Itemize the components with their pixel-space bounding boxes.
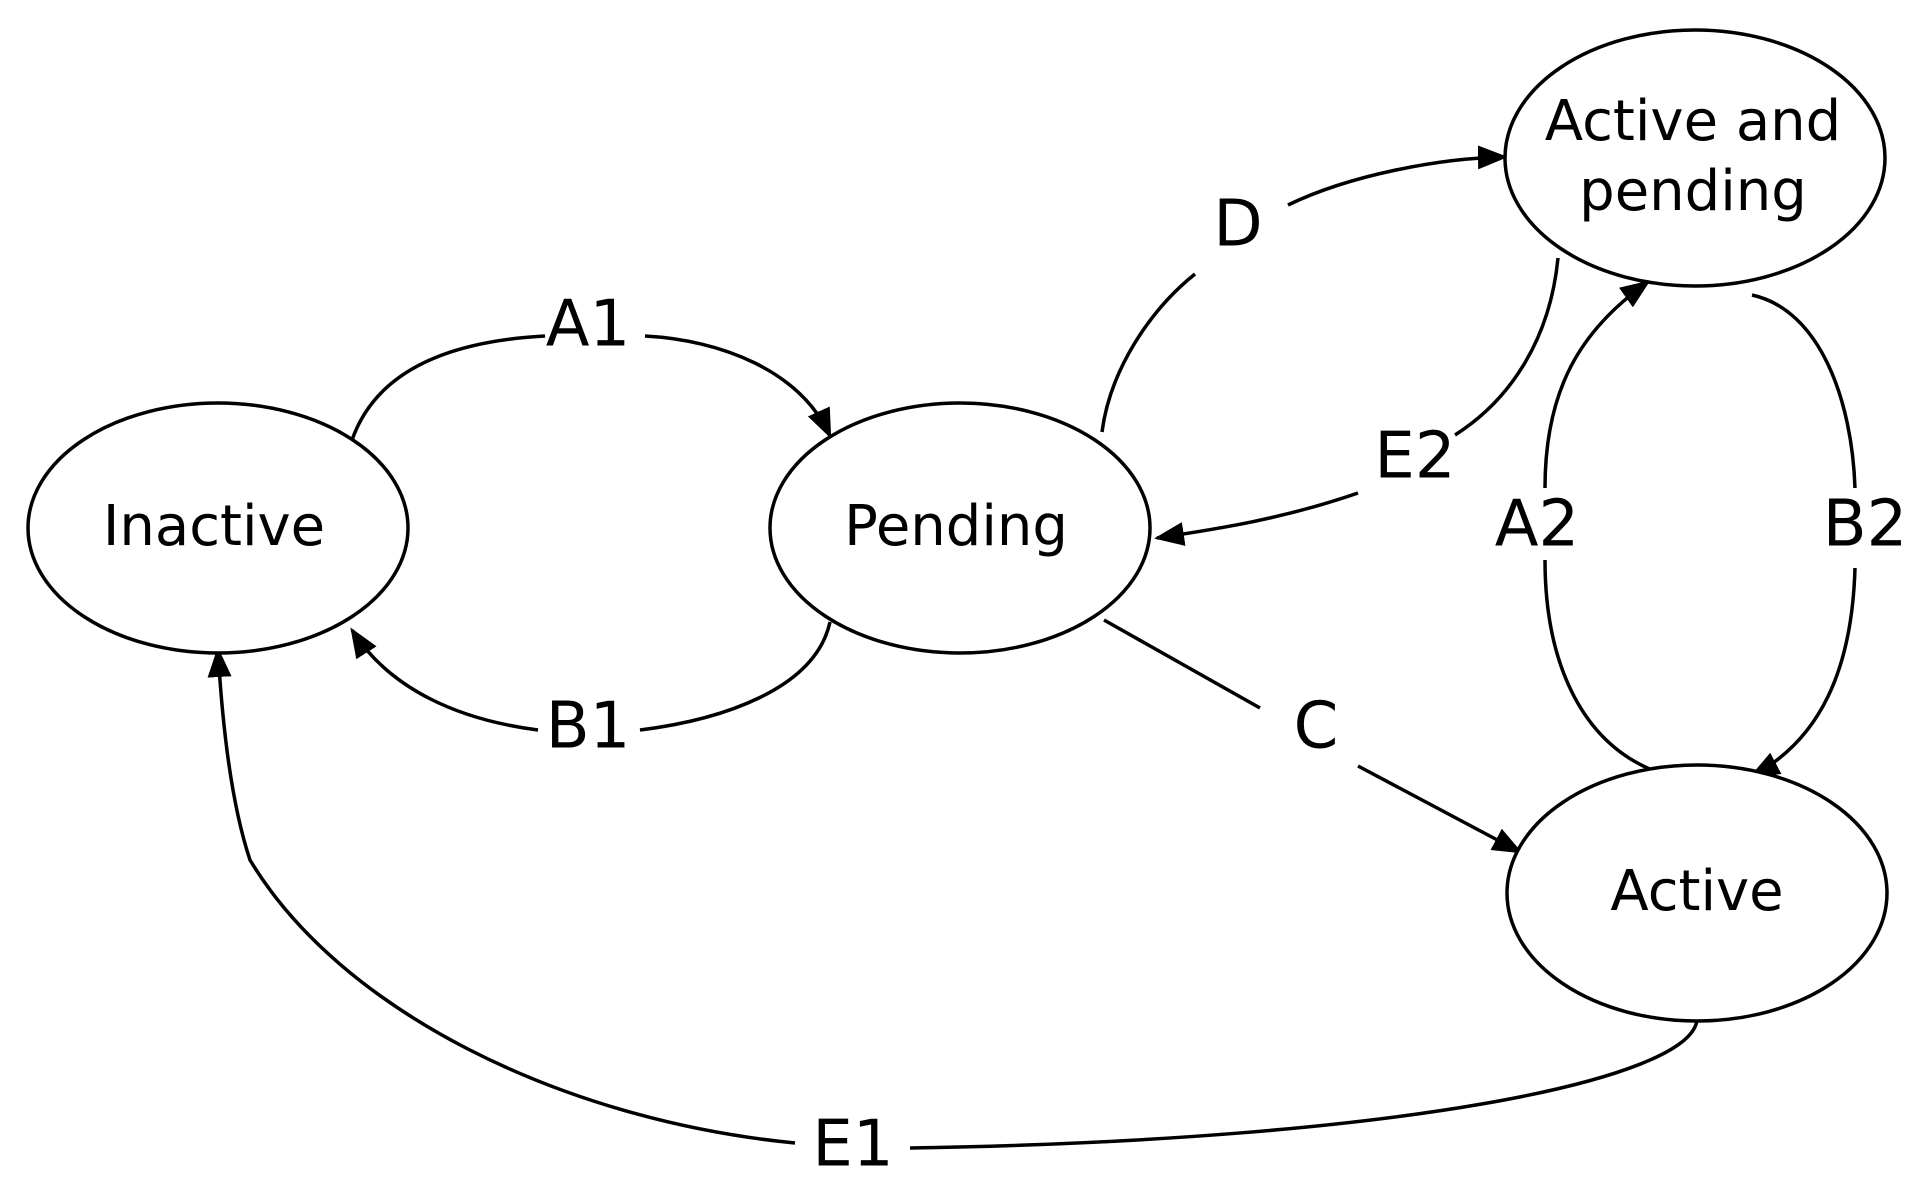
edge-d-label: D [1213,188,1262,262]
edge-c-label: C [1294,690,1339,764]
edge-c-line-arrow [1357,764,1523,854]
edge-c: C [1103,618,1523,854]
edge-b1-line [639,621,832,732]
edge-e2-label: E2 [1374,420,1455,494]
node-inactive: Inactive [26,401,410,655]
node-active-and-pending-label-line1: Active and [1545,89,1841,154]
node-active-and-pending: Active and pending [1503,28,1887,288]
edge-a1-label: A1 [546,288,631,362]
edge-b2-line-start [1751,293,1857,489]
node-active-shape [1505,763,1889,1023]
edge-b2-label: B2 [1823,488,1907,562]
node-active: Active [1505,763,1889,1023]
edge-e1-line-start [909,1019,1699,1150]
edge-d-line-arrow [1287,145,1508,207]
edge-a2: A2 [1495,280,1653,772]
node-inactive-shape [26,401,410,655]
node-active-label: Active [1610,859,1783,924]
node-pending: Pending [768,401,1152,655]
edge-a1-line-arrow [644,334,832,439]
edge-b1: B1 [350,621,832,764]
edge-d: D [1100,145,1508,433]
edge-e1-line-arrow [207,647,796,1145]
edge-e1-label: E1 [812,1108,893,1182]
edge-a1-line [350,334,546,441]
edge-e1: E1 [207,647,1699,1182]
edge-e2: E2 [1154,257,1560,546]
edge-e2-line-arrow [1154,491,1359,546]
edge-c-line-start [1103,618,1261,710]
node-pending-label: Pending [844,494,1068,559]
node-inactive-label: Inactive [103,494,325,559]
edge-a2-label: A2 [1495,488,1580,562]
edge-b1-label: B1 [546,690,631,764]
edge-b2-line-arrow [1749,567,1857,778]
edge-a2-line-arrow [1543,280,1651,489]
edge-a1: A1 [350,288,832,441]
node-active-and-pending-label-line2: pending [1579,159,1807,224]
edge-d-line-start [1100,272,1197,433]
edge-a2-line-start [1543,559,1653,772]
node-pending-shape [768,401,1152,655]
edge-b2: B2 [1749,293,1907,778]
edge-b1-line-arrow [350,627,539,732]
node-active-and-pending-shape [1503,28,1887,288]
edge-e2-line-start [1454,257,1560,437]
